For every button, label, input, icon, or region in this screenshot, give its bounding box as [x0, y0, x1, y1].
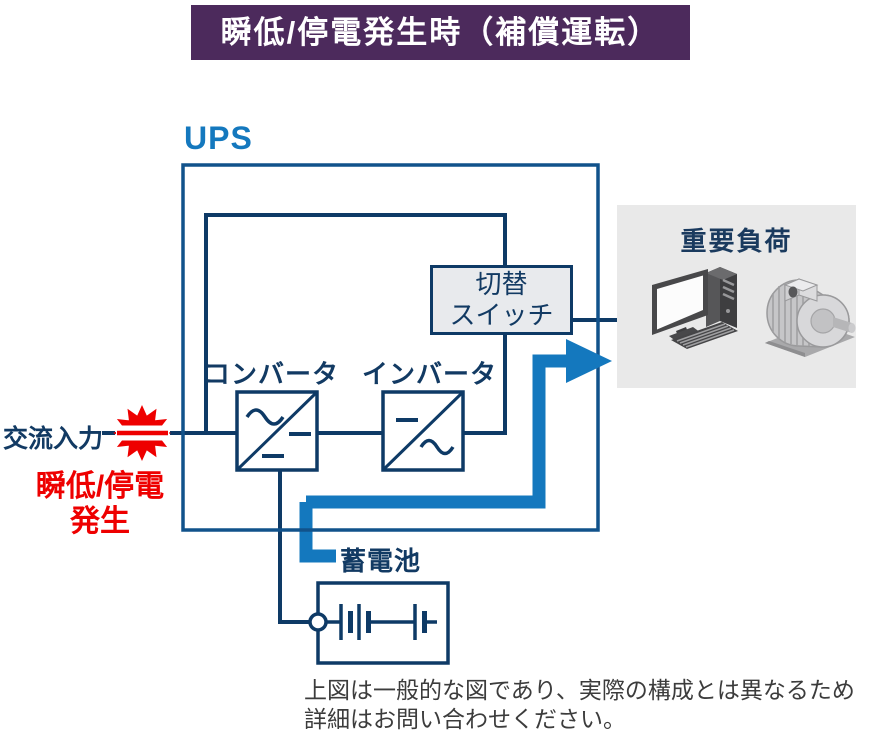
fault-event-line1: 瞬低/停電	[35, 470, 165, 503]
battery-label: 蓄電池	[340, 546, 422, 576]
computer-icon	[652, 267, 738, 349]
power-flow-path-upper	[306, 354, 567, 509]
disclaimer-line2: 詳細はお問い合わせください。	[304, 706, 626, 732]
converter-box	[235, 390, 319, 472]
converter-label: コンバータ	[204, 359, 340, 389]
disclaimer-line1: 上図は一般的な図であり、実際の構成とは異なるため	[304, 677, 855, 703]
motor-icon	[765, 278, 856, 357]
inverter-ac-symbol	[419, 438, 455, 456]
power-flow-path-lower	[299, 502, 336, 563]
ac-input-label: 交流入力	[3, 425, 104, 453]
transfer-switch-box: 切替 スイッチ	[430, 265, 573, 335]
ups-boundary	[181, 163, 600, 532]
transfer-switch-label-line1: 切替	[475, 269, 528, 299]
title-banner: 瞬低/停電発生時（補償運転）	[191, 5, 690, 60]
fault-event-label: 瞬低/停電 発生	[15, 469, 185, 539]
bypass-rail-line	[204, 213, 507, 433]
disclaimer-note: 上図は一般的な図であり、実際の構成とは異なるため 詳細はお問い合わせください。	[304, 676, 855, 734]
converter-battery-line	[278, 470, 310, 624]
inverter-box	[381, 390, 465, 472]
inverter-label: インバータ	[362, 359, 498, 389]
fault-event-line2: 発生	[70, 505, 130, 538]
converter-ac-symbol	[245, 408, 285, 426]
ups-label: UPS	[184, 120, 253, 156]
battery-cell-symbol	[326, 604, 437, 640]
power-flow-arrowhead	[566, 339, 612, 383]
battery-terminal-node	[308, 612, 328, 632]
load-box: 重要負荷	[617, 205, 856, 388]
load-title: 重要負荷	[680, 226, 793, 256]
fault-burst-icon	[113, 405, 171, 461]
battery-box	[308, 581, 450, 665]
inverter-switch-line	[463, 335, 507, 435]
transfer-switch-label-line2: スイッチ	[449, 300, 554, 330]
